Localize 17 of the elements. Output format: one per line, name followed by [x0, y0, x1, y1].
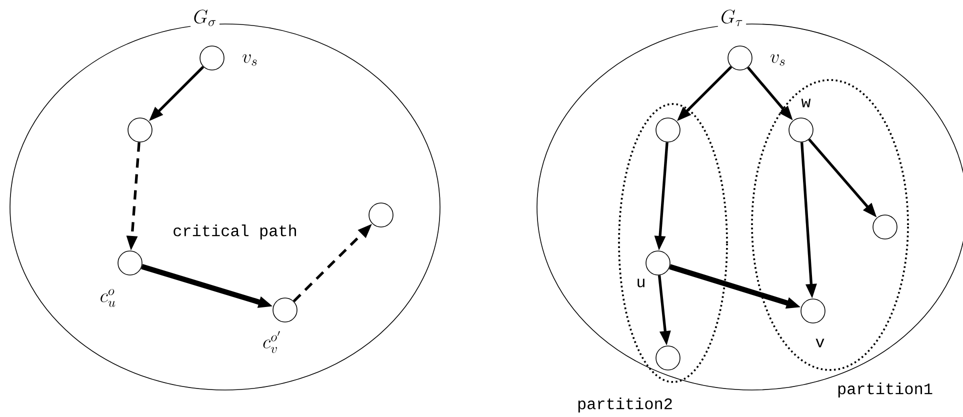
graph-title: $G_\tau$ [718, 7, 746, 29]
vertex-label: $c_u^o$ [100, 289, 116, 307]
vertex-circle [656, 346, 680, 370]
vertex-label: $v_s$ [242, 54, 257, 66]
vertex-label: $v_s$ [770, 54, 785, 66]
partition-label: partition1 [838, 382, 932, 398]
vertex-label: v [816, 338, 824, 348]
vertex-circle [656, 118, 680, 142]
vertex-label: w [801, 98, 811, 108]
vertex-label: u [638, 278, 644, 288]
partition-label: partition2 [578, 398, 672, 412]
vertex-circle [872, 214, 898, 240]
path-label: critical path [174, 224, 296, 240]
vertex-label: $c_v^{o'}$ [263, 331, 280, 353]
vertex-circle [128, 118, 152, 142]
graph-title: $G_\sigma$ [190, 7, 220, 29]
vertex-circle [368, 202, 394, 228]
